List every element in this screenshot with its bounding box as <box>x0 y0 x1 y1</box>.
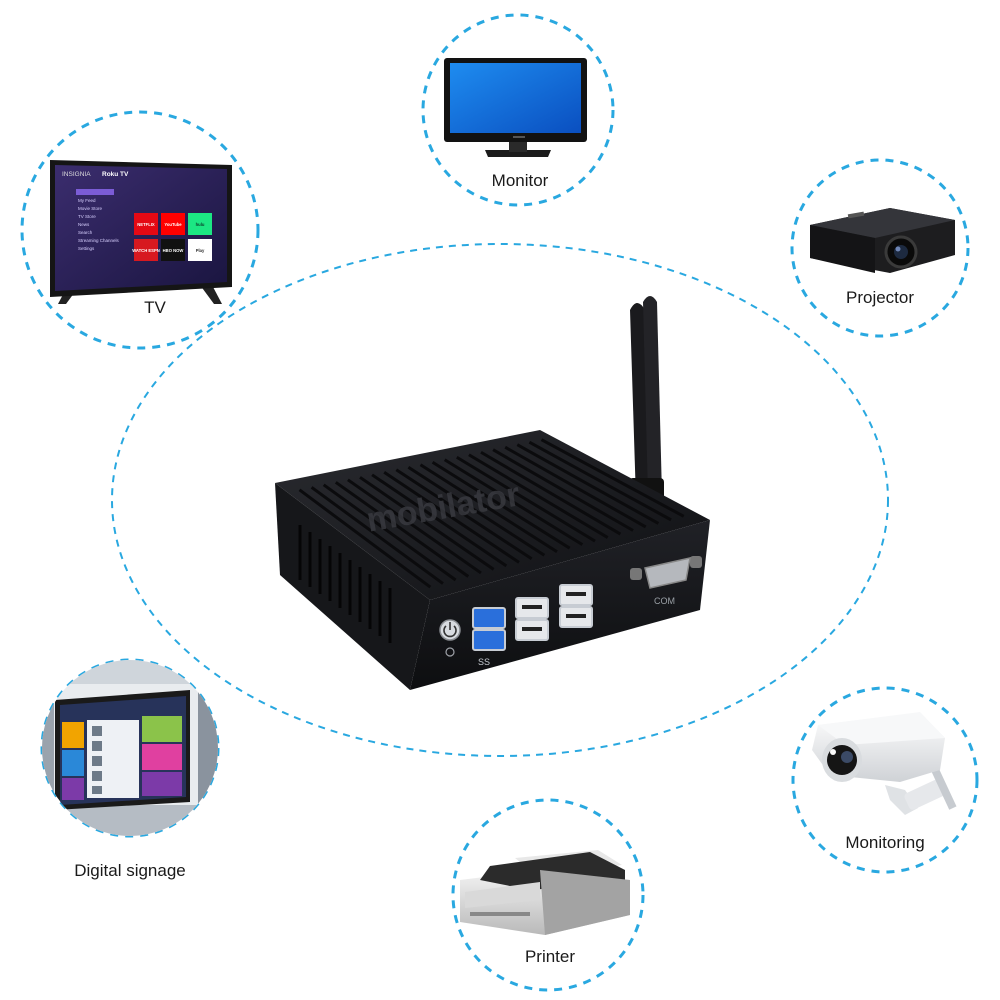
heat-sink-fin <box>359 476 495 571</box>
tv-menu-item: My Feed <box>78 198 96 203</box>
usb2-ports <box>515 584 593 641</box>
heat-sink-fin <box>298 488 432 589</box>
usb3-ports: SS <box>472 607 506 667</box>
tv-app-tile-label: hulu <box>196 222 205 227</box>
heat-sink-fin <box>347 478 482 575</box>
tv-app-tile <box>134 213 158 235</box>
tv-menu-item: TV Store <box>78 214 96 219</box>
heat-sink-fin <box>383 471 520 564</box>
tv-app-tile-label: NETFLIX <box>137 222 155 227</box>
printer-icon <box>460 850 630 935</box>
heat-sink-fin <box>492 448 634 532</box>
tv-app-tile-label: HBO NOW <box>163 248 184 253</box>
wifi-antenna <box>629 296 664 500</box>
digital-signage-label: Digital signage <box>74 861 186 880</box>
heat-sink-fin <box>395 468 533 561</box>
projector-icon <box>810 208 955 273</box>
tv-app-tile-label: WATCH ESPN <box>132 248 160 253</box>
heat-sink-fin <box>310 486 444 585</box>
serial-com-port: COM <box>630 556 702 606</box>
power-icon <box>443 625 457 638</box>
tv-app-tile <box>188 239 212 261</box>
monitor-icon <box>444 58 587 157</box>
tv-app-tile <box>134 239 158 261</box>
tv-brand-text: INSIGNIA <box>62 171 91 178</box>
heat-sink-fin <box>443 458 584 546</box>
heat-sink-fin <box>456 455 596 543</box>
tv-app-tile <box>161 239 185 261</box>
tv-app-tile-label: Play <box>196 248 205 253</box>
tv-menu-item: Movie Store <box>78 206 103 211</box>
side-vents <box>298 525 392 643</box>
heat-sink-fins <box>298 438 685 589</box>
central-dashed-ellipse <box>111 243 889 757</box>
tv-menu-highlight <box>76 189 114 195</box>
monitoring-label: Monitoring <box>845 833 925 852</box>
mini-pc: mobilator SS COM <box>275 296 710 690</box>
heat-sink-fin <box>540 438 685 518</box>
heat-sink-fin <box>334 481 470 578</box>
printer-label: Printer <box>524 947 576 966</box>
projector-label: Projector <box>845 288 915 307</box>
heat-sink-fin <box>322 483 457 582</box>
heat-sink-fin <box>528 440 672 522</box>
tv-menu-item: Search <box>78 230 93 235</box>
heat-sink-fin <box>407 466 546 557</box>
tv-app-tile-label: YouTube <box>164 222 182 227</box>
heat-sink-fin <box>504 445 647 529</box>
tv-label: TV <box>144 298 166 317</box>
com-port-label: COM <box>654 596 675 606</box>
security-camera-icon <box>812 712 957 815</box>
tv-app-tile <box>188 213 212 235</box>
heat-sink-fin <box>419 463 558 553</box>
tv-app-tile <box>161 213 185 235</box>
heat-sink-fin <box>480 450 622 536</box>
heat-sink-fin <box>468 453 609 539</box>
digital-signage-icon <box>42 660 218 836</box>
heat-sink-fin <box>431 461 571 550</box>
tv-menu-item: Streaming Channels <box>78 238 120 243</box>
heat-sink-fin <box>516 443 660 525</box>
tv-menu-item: News <box>78 222 90 227</box>
monitor-label: Monitor <box>491 171 549 190</box>
tv-platform-text: Roku TV <box>102 171 129 178</box>
svg-text:SS: SS <box>478 657 490 667</box>
tv-menu-item: Settings <box>78 246 95 251</box>
heat-sink-fin <box>371 473 508 568</box>
